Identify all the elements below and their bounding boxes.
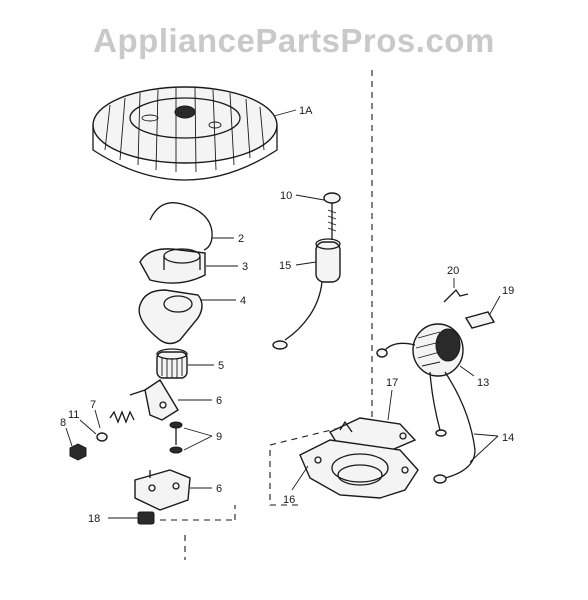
callout-1a: 1A bbox=[299, 105, 313, 117]
washer-part-11 bbox=[96, 432, 108, 442]
cam-part-5 bbox=[156, 348, 188, 379]
grommet-part-19 bbox=[464, 311, 496, 329]
leader-line-9 bbox=[183, 427, 213, 451]
condenser-part-15 bbox=[272, 238, 341, 350]
leader-line-11 bbox=[79, 419, 97, 435]
lead-wire-part-14 bbox=[433, 371, 476, 484]
callout-13: 13 bbox=[477, 377, 489, 389]
ignition-coil-part-13 bbox=[376, 323, 464, 437]
leader-line-15 bbox=[295, 261, 317, 266]
wire-clip-part-20 bbox=[443, 288, 469, 303]
callout-8: 8 bbox=[60, 417, 66, 429]
leader-line-14 bbox=[469, 433, 499, 463]
breaker-plate-part-6 bbox=[134, 469, 191, 511]
watermark-text: AppliancePartsPros.com bbox=[93, 22, 495, 59]
mounting-screw-part-10 bbox=[323, 192, 341, 240]
spring-clip-part-2 bbox=[149, 202, 213, 251]
leader-line-10 bbox=[295, 194, 325, 201]
callout-2: 2 bbox=[238, 233, 244, 245]
screw-part-9 bbox=[169, 421, 183, 454]
callout-15: 15 bbox=[279, 260, 291, 272]
callout-6-lower: 6 bbox=[216, 483, 222, 495]
leader-line-8 bbox=[65, 427, 73, 447]
callout-18: 18 bbox=[88, 513, 100, 525]
callout-11: 11 bbox=[68, 409, 79, 421]
leader-line-19 bbox=[489, 295, 501, 315]
callout-19: 19 bbox=[502, 285, 514, 297]
contact-spring-part-7 bbox=[109, 410, 135, 424]
gasket-part-4 bbox=[138, 289, 203, 345]
callout-14: 14 bbox=[502, 432, 514, 444]
callout-16: 16 bbox=[283, 494, 295, 506]
callout-20: 20 bbox=[447, 265, 459, 277]
stator-housing-part-16 bbox=[299, 439, 419, 499]
callout-7: 7 bbox=[90, 399, 96, 411]
callout-3: 3 bbox=[242, 261, 248, 273]
leader-line-16 bbox=[291, 465, 309, 491]
leader-line-7 bbox=[94, 409, 101, 429]
leader-line-13 bbox=[459, 365, 475, 377]
callout-6-upper: 6 bbox=[216, 395, 222, 407]
callout-4: 4 bbox=[240, 295, 246, 307]
nut-part-8 bbox=[69, 443, 87, 461]
felt-wick-part-18 bbox=[137, 511, 155, 525]
leader-line-1a bbox=[273, 109, 297, 117]
callout-17: 17 bbox=[386, 377, 398, 389]
breaker-cover-part-3 bbox=[139, 248, 206, 284]
breaker-arm-part-6 bbox=[129, 379, 179, 421]
assembly-guide-line bbox=[160, 70, 373, 521]
leader-line-17 bbox=[387, 389, 393, 421]
callout-9: 9 bbox=[216, 431, 222, 443]
callout-10: 10 bbox=[280, 190, 292, 202]
callout-5: 5 bbox=[218, 360, 224, 372]
flywheel-part-1a bbox=[92, 86, 278, 181]
